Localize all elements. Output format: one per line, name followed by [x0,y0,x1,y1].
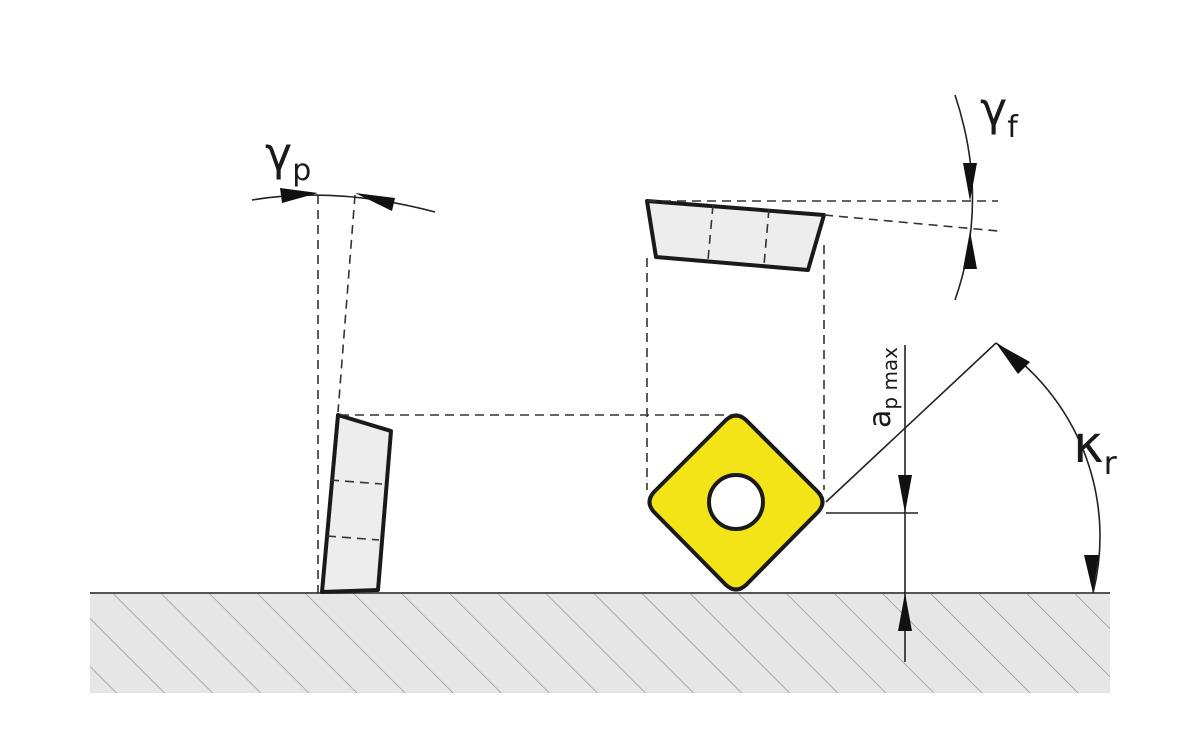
top-view-hidden-line-2 [763,208,770,266]
gamma-p-arrow-left [280,188,318,203]
depth-of-cut-dimension [826,345,918,662]
side-view-hidden-line-2 [326,535,380,541]
kappa-r-label: κr [1073,415,1118,482]
kappa-r-arc [995,342,1101,594]
gamma-f-arc [954,94,974,301]
ap-max-label: ap max [863,347,902,428]
side-view-hidden-line-1 [329,479,383,485]
gamma-f-label: γf [980,82,1019,145]
gamma-f-arrow-bottom [963,231,977,269]
entering-angle-dimension [825,342,1101,594]
top-view-hidden-line-1 [707,204,714,261]
kappa-r-cutting-edge-line [825,342,997,503]
gamma-p-label: γp [265,127,311,188]
top-view-insert [645,199,826,272]
kappa-r-arrow-top [996,343,1030,374]
top-view-tool [645,94,999,490]
insert-center-hole [707,473,765,531]
ap-arrow-bottom [898,593,912,631]
workpiece [90,592,1110,693]
gamma-p-arrow-right [355,193,395,211]
side-view-tool [251,188,735,594]
kappa-r-arrow-bottom [1084,555,1099,593]
gamma-f-arrow-top [963,163,977,201]
workpiece-hatching [90,593,1110,693]
side-view-insert [320,413,393,594]
side-view-tilted-reference [337,194,356,413]
gamma-p-arc [251,194,436,213]
cutting-insert [647,413,825,592]
ap-arrow-top [898,475,912,513]
